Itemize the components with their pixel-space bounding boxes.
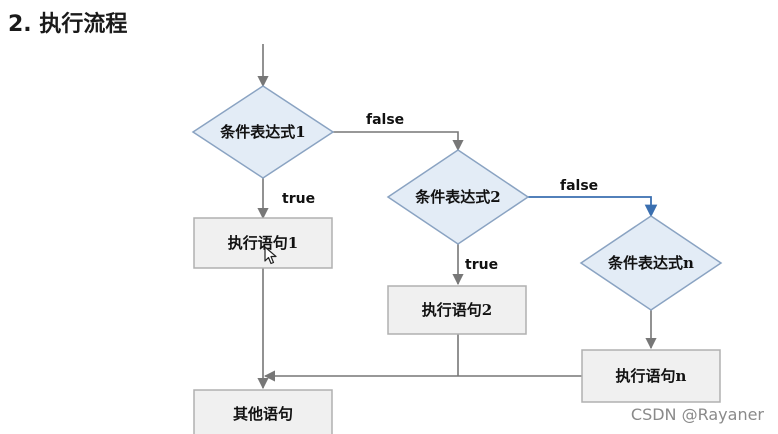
- box-stmtn: [581, 349, 721, 403]
- label-cond1: 条件表达式1: [219, 123, 305, 141]
- connectors: [257, 44, 657, 390]
- label-stmt2: 执行语句2: [422, 301, 492, 319]
- mouse-cursor-icon: [264, 246, 277, 265]
- label-cond2-true: true: [465, 257, 498, 273]
- box-other: [193, 389, 333, 434]
- page-title: 2. 执行流程: [8, 12, 128, 37]
- edge-cond2-false: [528, 196, 658, 218]
- label-stmtn: 执行语句n: [616, 367, 687, 385]
- label-cond2-false: false: [560, 178, 598, 194]
- edge-cond1-false: [333, 131, 464, 152]
- label-stmt1: 执行语句1: [228, 234, 298, 252]
- label-other: 其他语句: [233, 405, 293, 423]
- diamond-cond1: [191, 85, 335, 179]
- box-stmt2: [387, 285, 527, 335]
- label-cond2: 条件表达式2: [414, 188, 500, 206]
- label-cond1-true: true: [282, 191, 315, 207]
- label-condn: 条件表达式n: [607, 254, 694, 272]
- watermark: CSDN @Rayaner: [630, 405, 764, 424]
- diamond-cond2: [386, 149, 530, 245]
- diamond-condn: [579, 215, 723, 311]
- label-cond1-false: false: [366, 112, 404, 128]
- box-stmt1: [193, 217, 333, 269]
